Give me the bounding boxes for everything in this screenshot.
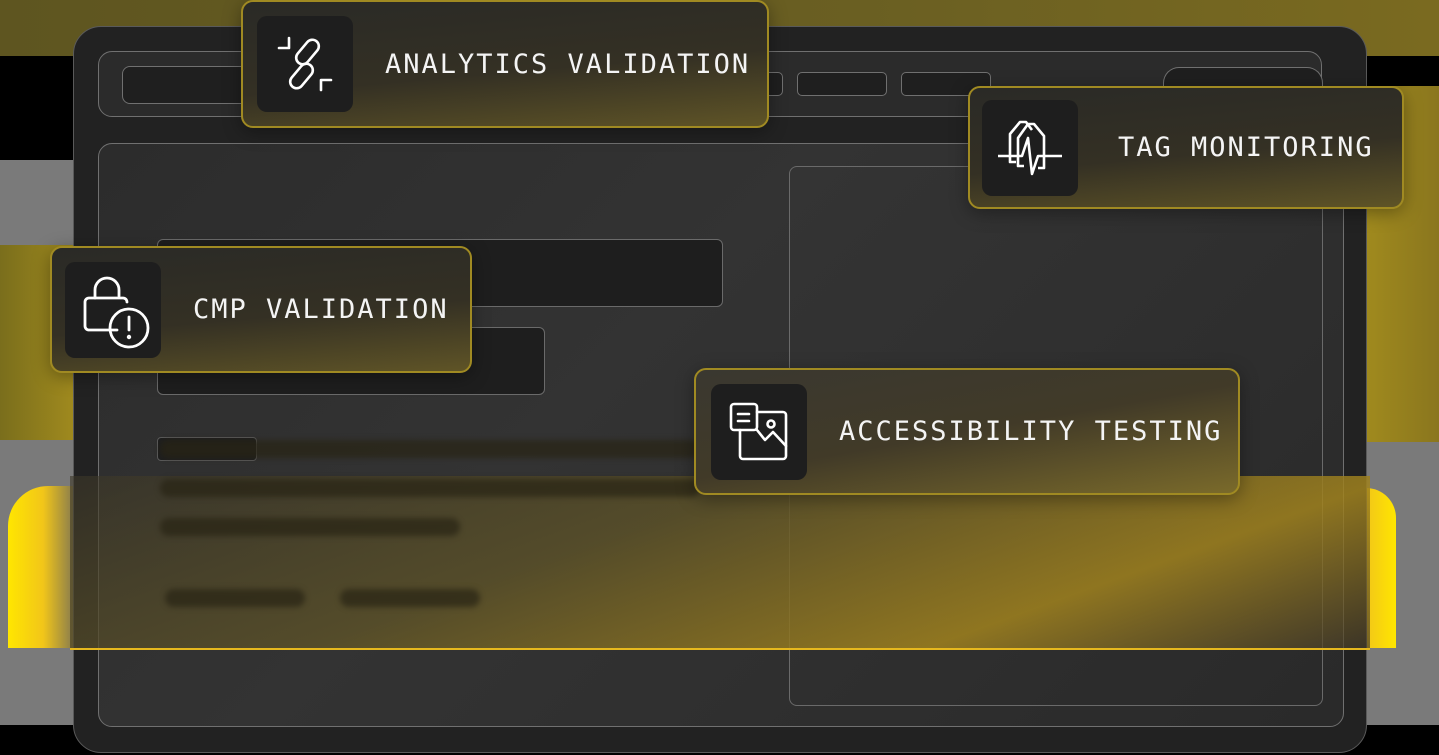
text-image-icon bbox=[711, 383, 807, 480]
feature-card-cmp-validation[interactable]: CMP VALIDATION bbox=[50, 246, 472, 373]
feature-label: TAG MONITORING bbox=[1118, 132, 1374, 163]
skeleton-button bbox=[340, 589, 480, 607]
skeleton-line bbox=[160, 479, 700, 497]
background-patch bbox=[0, 56, 75, 160]
glow-decoration bbox=[1366, 488, 1396, 648]
background-patch bbox=[1366, 56, 1439, 86]
feature-card-tag-monitoring[interactable]: TAG MONITORING bbox=[968, 86, 1404, 209]
feature-label: ANALYTICS VALIDATION bbox=[385, 48, 751, 80]
skeleton-line bbox=[160, 518, 460, 536]
lock-alert-icon bbox=[65, 261, 161, 358]
skeleton-line bbox=[160, 440, 700, 458]
blurred-overlay bbox=[70, 440, 1370, 650]
glow-decoration bbox=[8, 486, 78, 648]
feature-label: CMP VALIDATION bbox=[193, 294, 449, 325]
tag-pulse-icon bbox=[982, 99, 1078, 196]
feature-label: ACCESSIBILITY TESTING bbox=[839, 416, 1223, 447]
feature-card-accessibility-testing[interactable]: ACCESSIBILITY TESTING bbox=[694, 368, 1240, 495]
feature-card-analytics-validation[interactable]: ANALYTICS VALIDATION bbox=[241, 0, 769, 128]
broken-link-icon bbox=[257, 16, 353, 112]
skeleton-button bbox=[165, 589, 305, 607]
toolbar-button[interactable] bbox=[797, 72, 887, 96]
